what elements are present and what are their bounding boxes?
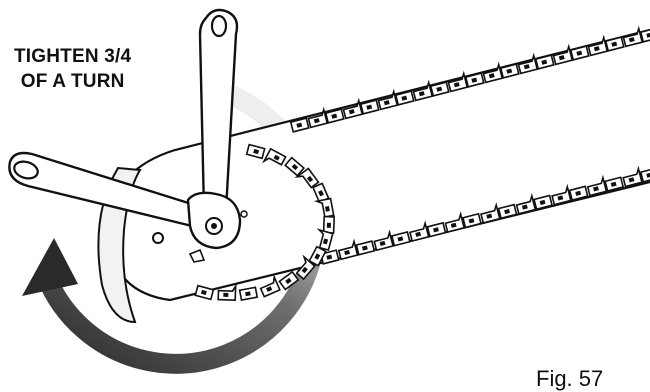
chain-link xyxy=(622,29,642,47)
chain-link xyxy=(377,92,397,110)
chain-link xyxy=(517,56,537,74)
instruction-text: TIGHTEN 3/4 OF A TURN xyxy=(14,44,131,94)
chain-link xyxy=(412,83,432,101)
chain-link xyxy=(342,101,362,119)
guide-bar-icon xyxy=(98,30,650,322)
figure-label: Fig. 57 xyxy=(536,366,603,392)
chain-link xyxy=(552,47,572,65)
instruction-line-1: TIGHTEN 3/4 xyxy=(14,44,131,69)
chain-link xyxy=(240,287,258,300)
chain-link xyxy=(482,65,502,83)
chain-link xyxy=(324,217,335,233)
chain-link xyxy=(587,38,607,56)
instruction-line-2: OF A TURN xyxy=(14,69,131,94)
chain-link xyxy=(641,28,650,42)
chain-link xyxy=(259,277,280,297)
chain-link xyxy=(307,110,327,128)
chain-link xyxy=(447,74,467,92)
